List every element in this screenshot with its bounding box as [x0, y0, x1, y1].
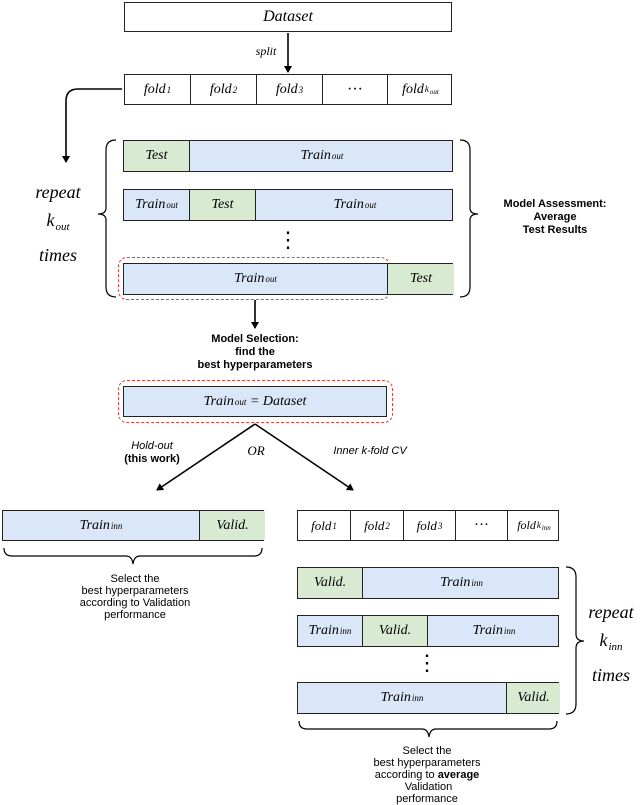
- or-label: OR: [247, 443, 265, 458]
- outer-repeat-label: repeat kout times: [35, 182, 81, 265]
- model-assessment-label: Model Assessment: Average Test Results: [503, 198, 607, 236]
- inner-row-2-valid: Valid.: [362, 616, 427, 646]
- inner-fold-ellipsis: ···: [455, 511, 507, 540]
- holdout-caption: Select the best hyperparameters accordin…: [79, 573, 191, 621]
- holdout-bottom-brace: [3, 547, 263, 565]
- holdout-label: Hold-out (this work): [124, 440, 180, 465]
- holdout-valid: Valid.: [199, 511, 265, 540]
- model-selection-label: Model Selection: find the best hyperpara…: [197, 333, 313, 371]
- inner-row-1-valid: Valid.: [298, 568, 362, 598]
- outer-left-brace: [97, 139, 117, 298]
- outer-right-brace: [459, 139, 479, 298]
- dataset-box: Dataset: [124, 2, 452, 32]
- inner-repeat-label: repeat kinn times: [588, 602, 634, 685]
- top-fold-ellipsis: ···: [322, 75, 387, 104]
- inner-row-3-valid: Valid.: [506, 683, 560, 713]
- outer-row-1-test: Test: [124, 141, 189, 171]
- outer-row-2-test: Test: [189, 190, 255, 220]
- dataset-label: Dataset: [263, 8, 313, 25]
- inner-caption: Select the best hyperparameters accordin…: [373, 745, 481, 805]
- inner-cv-label: Inner k-fold CV: [333, 445, 407, 457]
- inner-bottom-brace: [298, 720, 558, 738]
- inner-vdots: ⋮: [416, 650, 438, 675]
- split-label: split: [255, 44, 277, 58]
- repeat-arrow: [62, 88, 122, 163]
- outer-row-3-test: Test: [387, 264, 454, 294]
- inner-right-brace: [565, 566, 585, 715]
- train-eq-highlight: [118, 380, 393, 423]
- outer-vdots: ⋮: [277, 227, 299, 252]
